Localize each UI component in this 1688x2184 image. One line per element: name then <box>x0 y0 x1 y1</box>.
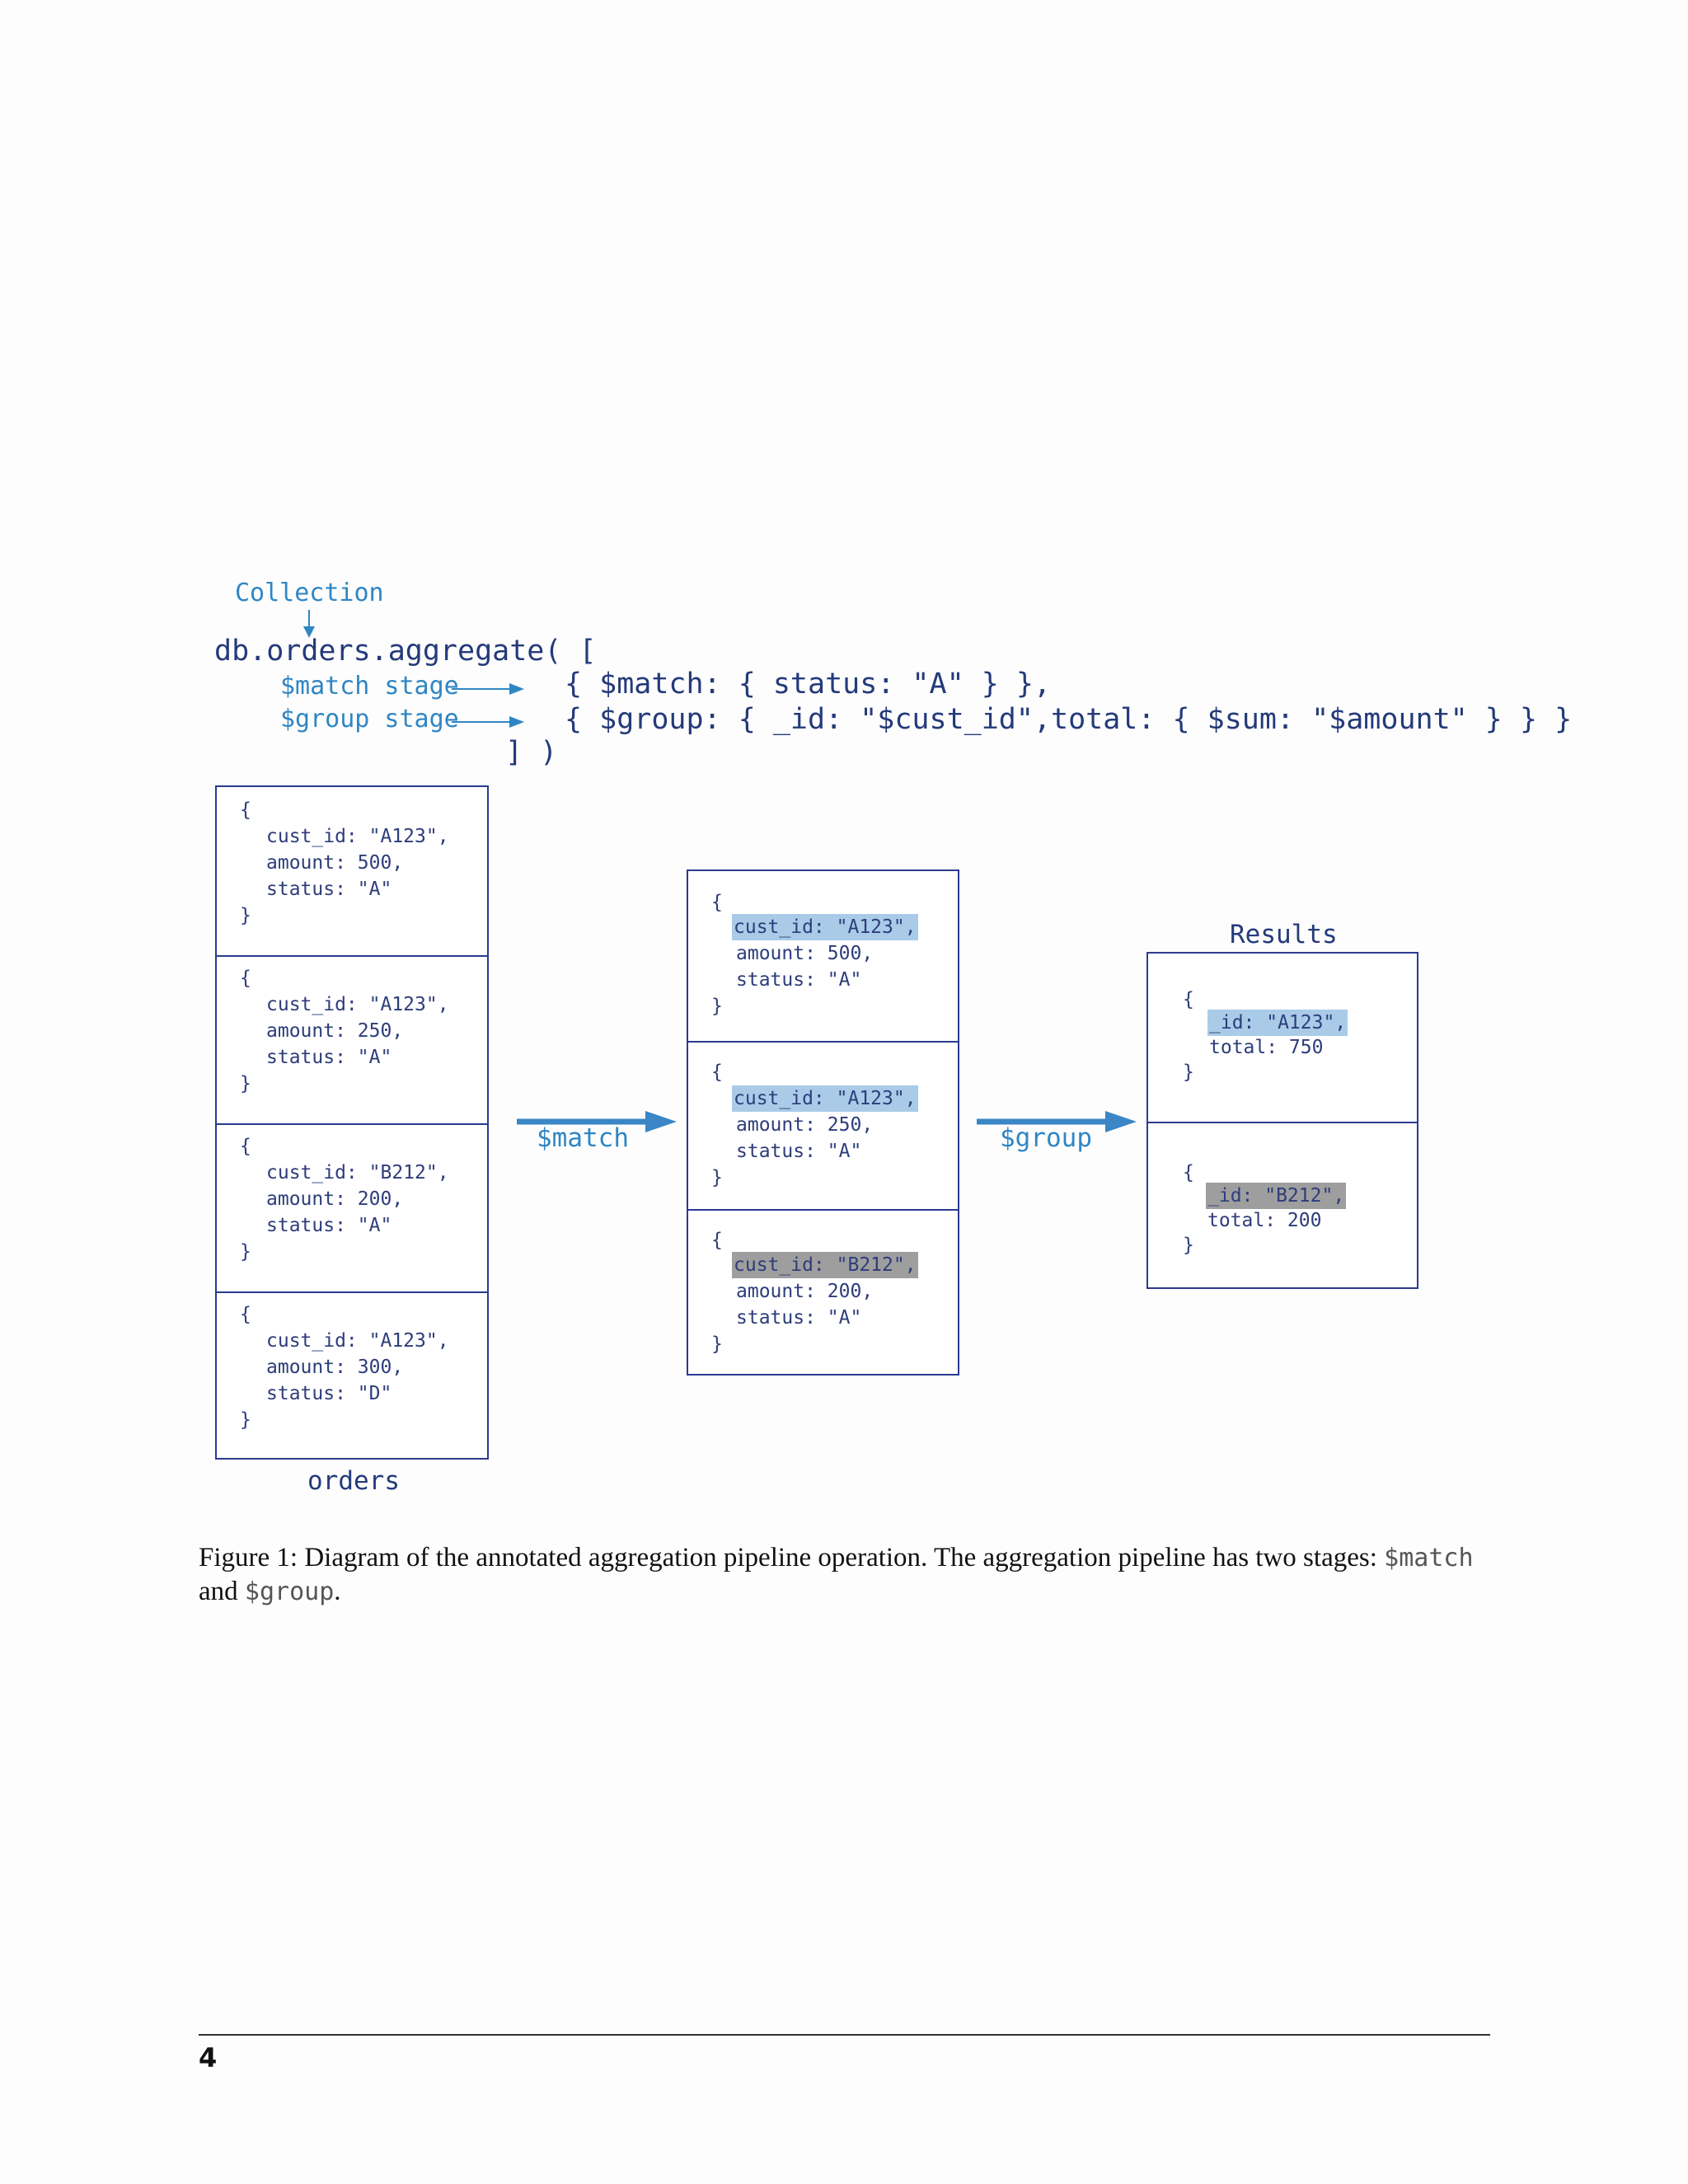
field-id-highlighted: _id: "A123", <box>1207 1010 1348 1036</box>
caption-text: Figure 1: Diagram of the annotated aggre… <box>199 1543 1385 1572</box>
orders-document: { cust_id: "B212", amount: 200, status: … <box>217 1123 487 1291</box>
brace-open: { <box>711 892 723 913</box>
brace-open: { <box>240 1304 251 1325</box>
brace-open: { <box>240 799 251 821</box>
brace-close: } <box>1183 1062 1194 1083</box>
brace-close: } <box>240 1073 251 1094</box>
brace-open: { <box>1183 1162 1194 1183</box>
result-document: { _id: "B212", total: 200 } <box>1148 1122 1417 1289</box>
field-amount: amount: 250, <box>736 1114 874 1136</box>
figure-caption: Figure 1: Diagram of the annotated aggre… <box>199 1541 1501 1609</box>
match-arrow <box>517 1111 677 1132</box>
brace-open: { <box>240 1136 251 1157</box>
field-cust-id-highlighted: cust_id: "B212", <box>732 1252 918 1278</box>
field-cust-id: cust_id: "A123", <box>266 1330 449 1352</box>
result-document: { _id: "A123", total: 750 } <box>1148 954 1417 1122</box>
field-amount: amount: 500, <box>266 852 404 874</box>
brace-close: } <box>1183 1235 1194 1256</box>
orders-label: orders <box>307 1466 400 1496</box>
brace-close: } <box>711 1167 723 1188</box>
field-status: status: "D" <box>266 1383 392 1404</box>
brace-close: } <box>240 1409 251 1431</box>
page-number: 4 <box>199 2042 218 2074</box>
field-cust-id: cust_id: "B212", <box>266 1162 449 1183</box>
group-arrow <box>977 1111 1137 1132</box>
collection-annotation: Collection <box>235 579 384 607</box>
field-amount: amount: 200, <box>266 1188 404 1210</box>
group-stage-pointer-arrow <box>452 716 524 728</box>
matched-documents-box: { cust_id: "A123", amount: 500, status: … <box>687 869 959 1376</box>
field-status: status: "A" <box>736 1307 862 1329</box>
caption-text: . <box>334 1577 341 1606</box>
brace-close: } <box>240 1241 251 1263</box>
field-id-highlighted: _id: "B212", <box>1206 1183 1347 1209</box>
caption-code-group: $group <box>244 1577 335 1606</box>
field-cust-id-highlighted: cust_id: "A123", <box>732 914 918 940</box>
orders-document: { cust_id: "A123", amount: 500, status: … <box>217 787 487 955</box>
field-status: status: "A" <box>736 969 862 991</box>
brace-open: { <box>240 968 251 989</box>
brace-open: { <box>711 1230 723 1251</box>
field-total: total: 200 <box>1207 1210 1322 1231</box>
match-stage-annotation: $match stage <box>280 672 459 701</box>
matched-document: { cust_id: "A123", amount: 250, status: … <box>688 1041 958 1209</box>
match-stage-pointer-arrow <box>452 683 524 695</box>
caption-code-match: $match <box>1384 1544 1474 1572</box>
field-total: total: 750 <box>1209 1037 1324 1058</box>
field-amount: amount: 300, <box>266 1357 404 1378</box>
field-status: status: "A" <box>266 1047 392 1068</box>
code-line-group: { $group: { _id: "$cust_id",total: { $su… <box>565 703 1573 736</box>
code-line-match: { $match: { status: "A" } }, <box>565 668 1052 701</box>
results-label: Results <box>1230 920 1338 949</box>
brace-open: { <box>1183 989 1194 1010</box>
orders-document: { cust_id: "A123", amount: 300, status: … <box>217 1291 487 1460</box>
matched-document: { cust_id: "A123", amount: 500, status: … <box>688 871 958 1041</box>
field-amount: amount: 500, <box>736 943 874 964</box>
brace-close: } <box>240 905 251 926</box>
field-status: status: "A" <box>736 1141 862 1162</box>
code-line-aggregate: db.orders.aggregate( [ <box>214 635 597 668</box>
code-line-close: ] ) <box>505 736 558 769</box>
brace-close: } <box>711 1333 723 1355</box>
group-arrow-label: $group <box>1000 1123 1092 1153</box>
brace-open: { <box>711 1062 723 1083</box>
matched-document: { cust_id: "B212", amount: 200, status: … <box>688 1209 958 1376</box>
group-stage-annotation: $group stage <box>280 705 459 733</box>
orders-collection-box: { cust_id: "A123", amount: 500, status: … <box>215 785 489 1460</box>
field-amount: amount: 200, <box>736 1281 874 1302</box>
brace-close: } <box>711 996 723 1017</box>
results-box: { _id: "A123", total: 750 } { _id: "B212… <box>1146 952 1418 1289</box>
field-cust-id: cust_id: "A123", <box>266 994 449 1015</box>
footer-rule <box>199 2034 1490 2036</box>
match-arrow-label: $match <box>537 1123 629 1153</box>
field-status: status: "A" <box>266 1215 392 1236</box>
field-amount: amount: 250, <box>266 1020 404 1042</box>
collection-pointer-arrow <box>303 610 315 638</box>
field-status: status: "A" <box>266 879 392 900</box>
field-cust-id-highlighted: cust_id: "A123", <box>732 1085 918 1112</box>
caption-text: and <box>199 1577 245 1606</box>
field-cust-id: cust_id: "A123", <box>266 826 449 847</box>
orders-document: { cust_id: "A123", amount: 250, status: … <box>217 955 487 1123</box>
